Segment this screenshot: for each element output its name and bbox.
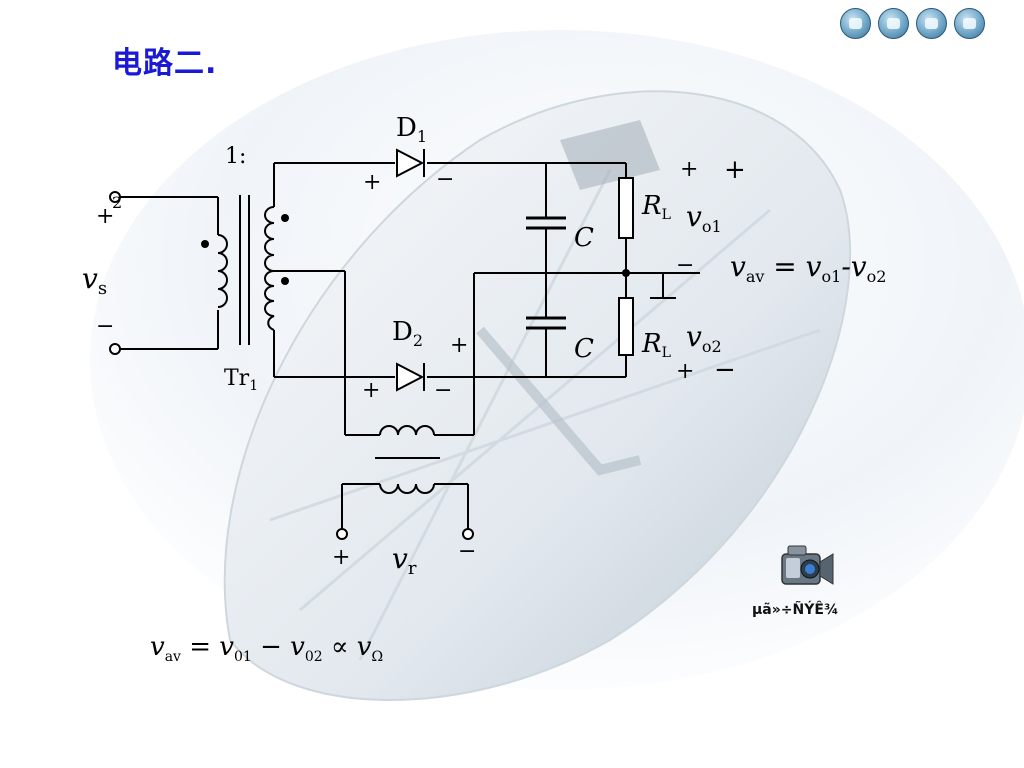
slide-title: 电路二. xyxy=(112,46,218,81)
label-d2-plus: + xyxy=(362,378,380,403)
label-d1-plus: + xyxy=(363,170,381,195)
formula-sub-av: av xyxy=(164,649,181,666)
label-vo2: vo2 xyxy=(686,320,722,356)
label-d2-minus: − xyxy=(434,378,452,403)
diode-d1 xyxy=(396,148,425,178)
label-vo1-plus-a: + xyxy=(680,157,698,182)
dots xyxy=(201,214,630,285)
diode-d2 xyxy=(396,362,425,392)
label-rl-top: RL xyxy=(641,191,671,223)
label-tr1: Tr1 xyxy=(224,366,258,394)
video-camera-icon[interactable] xyxy=(776,540,836,592)
label-vr-minus: − xyxy=(458,539,476,564)
transformer-coils xyxy=(217,206,435,494)
label-vs: vs xyxy=(82,262,107,299)
label-vav-equation: vav = vo1-vo2 xyxy=(730,250,886,286)
formula-minus: − v xyxy=(251,632,305,662)
label-c-bottom: C xyxy=(574,334,594,364)
label-mid-plus: + xyxy=(450,333,468,358)
formula-sub-01: 01 xyxy=(233,649,252,666)
label-vo1-plus-b: + xyxy=(724,155,746,185)
slide-navigation xyxy=(840,8,1000,39)
wires xyxy=(120,162,700,530)
label-d2: D2 xyxy=(392,317,423,350)
label-vr-plus: + xyxy=(332,545,350,570)
label-d1-minus: − xyxy=(436,167,454,192)
first-slide-icon[interactable] xyxy=(840,8,871,39)
label-vs-plus: + xyxy=(96,204,114,229)
label-vo1: vo1 xyxy=(686,200,722,236)
label-ratio: 1: xyxy=(225,144,246,169)
capacitors xyxy=(526,216,566,330)
formula-prop: ∝ v xyxy=(322,632,372,662)
formula-eq: = v xyxy=(180,632,234,662)
next-slide-icon[interactable] xyxy=(954,8,985,39)
home-icon[interactable] xyxy=(916,8,947,39)
label-c-top: C xyxy=(574,223,594,253)
label-vo2-plus: + xyxy=(676,359,694,384)
prev-slide-icon[interactable] xyxy=(878,8,909,39)
label-d1: D1 xyxy=(396,113,427,146)
label-vs-minus: − xyxy=(96,314,114,339)
label-vo2-minus: − xyxy=(714,355,736,385)
formula-v: v xyxy=(150,632,165,662)
terminals xyxy=(109,191,474,540)
formula-sub-02: 02 xyxy=(304,649,323,666)
video-link-label[interactable]: µã»÷ÑÝÊ¾ xyxy=(752,602,839,618)
bottom-formula: vav = v01 − v02 ∝ vΩ xyxy=(150,632,383,665)
label-vr: vr xyxy=(392,542,417,579)
label-mid-minus: − xyxy=(676,253,694,278)
formula-sub-omega: Ω xyxy=(371,649,384,666)
label-rl-bottom: RL xyxy=(641,329,671,361)
resistors xyxy=(618,177,634,356)
label-small-num: 2 xyxy=(112,193,122,212)
